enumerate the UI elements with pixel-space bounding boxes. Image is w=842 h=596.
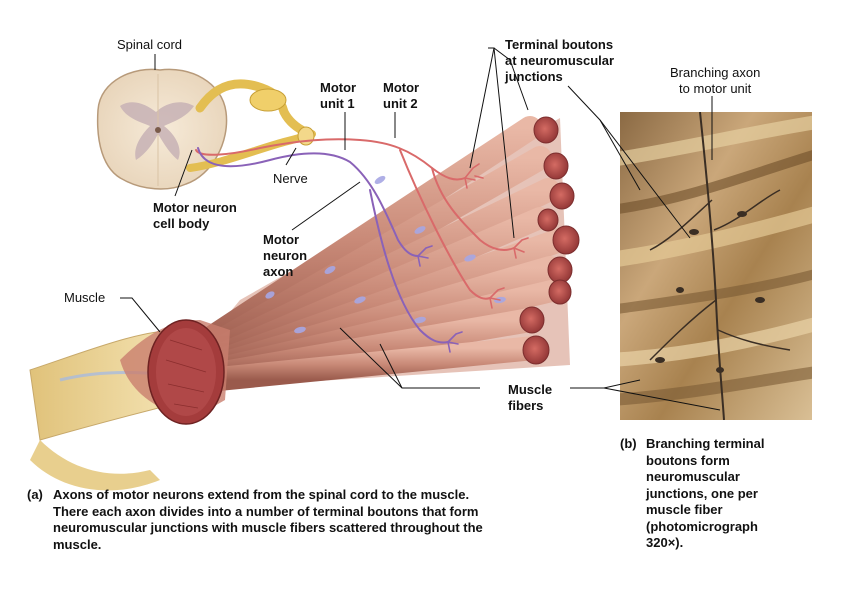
spinal-cord [96,68,228,190]
label-spinal-cord: Spinal cord [117,37,183,52]
label-motor-unit-2: Motor unit 2 [383,80,420,111]
caption-b-tag: (b) [620,436,637,451]
muscle [29,319,230,491]
photomicrograph [620,112,812,420]
label-muscle: Muscle [64,290,106,305]
label-terminal-boutons: Terminal boutons at neuromuscular juncti… [505,37,615,84]
label-motor-unit-1: Motor unit 1 [320,80,357,111]
motor-unit-1-axon [195,138,529,309]
label-motor-neuron-cell-body: Motor neuron cell body [153,200,237,231]
nerve [186,79,316,172]
label-nerve: Nerve [273,171,308,186]
label-motor-neuron-axon: Motor neuron axon [263,232,308,279]
label-branching-axon: Branching axon to motor unit [670,65,761,96]
leader-lines [120,47,721,411]
motor-unit-2-axon [197,147,463,353]
caption-a-tag: (a) [27,487,43,502]
label-muscle-fibers: Muscle fibers [508,382,553,413]
